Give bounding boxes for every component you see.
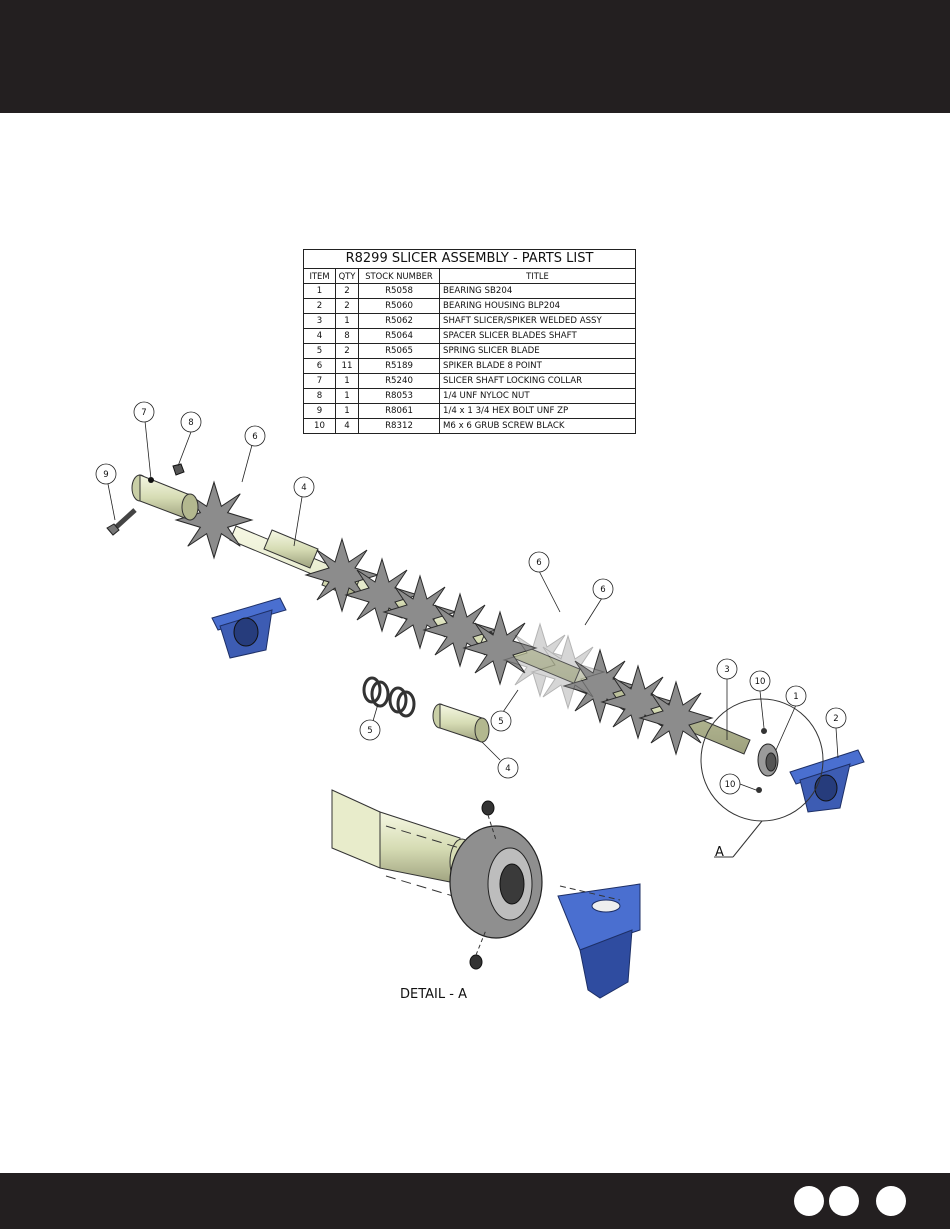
stock-cell: R5189: [358, 358, 440, 374]
column-header-qty: QTY: [335, 268, 359, 284]
callout-leaders: [107, 420, 839, 791]
nyloc-nut: [172, 463, 185, 476]
qty-cell: 2: [335, 298, 359, 314]
item-cell: 10: [303, 418, 336, 434]
item-cell: 5: [303, 343, 336, 359]
callout-3: 3: [724, 665, 729, 675]
qty-cell: 2: [335, 283, 359, 299]
callout-2: 2: [833, 714, 838, 724]
detail-label: DETAIL - A: [400, 987, 467, 1002]
title-cell: 1/4 x 1 3/4 HEX BOLT UNF ZP: [439, 403, 636, 419]
shaft-spacers: [263, 529, 677, 728]
title-cell: SPACER SLICER BLADES SHAFT: [439, 328, 636, 344]
qty-cell: 1: [335, 403, 359, 419]
qty-cell: 11: [335, 358, 359, 374]
callout-5: 5: [498, 717, 503, 727]
shaft-assembly: [229, 525, 751, 755]
stock-cell: R5064: [358, 328, 440, 344]
stock-cell: R5240: [358, 373, 440, 389]
stock-cell: R5062: [358, 313, 440, 329]
qty-cell: 1: [335, 313, 359, 329]
parts-list-table: R8299 SLICER ASSEMBLY - PARTS LIST ITEM …: [303, 249, 636, 434]
spiker-blades: [175, 481, 713, 755]
qty-cell: 1: [335, 388, 359, 404]
callout-6: 6: [536, 558, 541, 568]
callout-6: 6: [600, 585, 605, 595]
item-cell: 8: [303, 388, 336, 404]
callout-4: 4: [505, 764, 510, 774]
grub-screws: [756, 728, 767, 793]
callout-8: 8: [188, 418, 193, 428]
item-cell: 3: [303, 313, 336, 329]
springs: [362, 676, 416, 718]
stock-cell: R8061: [358, 403, 440, 419]
callout-numbers: 7 8 6 9 4 6 6 3 10 1 2 10 5 5 4: [103, 408, 838, 790]
qty-cell: 4: [335, 418, 359, 434]
item-cell: 9: [303, 403, 336, 419]
callout-balloons: [95, 401, 847, 795]
footer-dot-3[interactable]: [876, 1186, 906, 1216]
parts-list-title: R8299 SLICER ASSEMBLY - PARTS LIST: [303, 249, 636, 269]
title-cell: 1/4 UNF NYLOC NUT: [439, 388, 636, 404]
title-cell: BEARING SB204: [439, 283, 636, 299]
stock-cell: R5060: [358, 298, 440, 314]
loose-spacer: [432, 703, 490, 743]
callout-10: 10: [725, 780, 736, 790]
callout-9: 9: [103, 470, 108, 480]
hex-bolt: [106, 508, 137, 536]
item-cell: 6: [303, 358, 336, 374]
item-cell: 1: [303, 283, 336, 299]
detail-circle-a: [700, 698, 824, 858]
title-cell: SPRING SLICER BLADE: [439, 343, 636, 359]
callout-1: 1: [793, 692, 798, 702]
stock-cell: R8053: [358, 388, 440, 404]
bearing-housing-right: [789, 749, 865, 813]
bearing: [757, 743, 779, 777]
qty-cell: 1: [335, 373, 359, 389]
title-cell: SLICER SHAFT LOCKING COLLAR: [439, 373, 636, 389]
item-cell: 7: [303, 373, 336, 389]
column-header-title: TITLE: [439, 268, 636, 284]
stock-cell: R8312: [358, 418, 440, 434]
stock-cell: R5065: [358, 343, 440, 359]
detail-marker: A: [715, 845, 724, 860]
header-bar: [0, 0, 950, 113]
title-cell: SPIKER BLADE 8 POINT: [439, 358, 636, 374]
callout-4: 4: [301, 483, 306, 493]
qty-cell: 2: [335, 343, 359, 359]
callout-6: 6: [252, 432, 257, 442]
qty-cell: 8: [335, 328, 359, 344]
detail-a-view: [331, 789, 641, 999]
locking-collar: [131, 474, 199, 521]
callout-10: 10: [755, 677, 766, 687]
item-cell: 2: [303, 298, 336, 314]
bearing-housing-left: [211, 597, 287, 659]
stock-cell: R5058: [358, 283, 440, 299]
column-header-stock-number: STOCK NUMBER: [358, 268, 440, 284]
title-cell: SHAFT SLICER/SPIKER WELDED ASSY: [439, 313, 636, 329]
item-cell: 4: [303, 328, 336, 344]
footer-dot-2[interactable]: [829, 1186, 859, 1216]
title-cell: BEARING HOUSING BLP204: [439, 298, 636, 314]
callout-5: 5: [367, 726, 372, 736]
footer-dot-1[interactable]: [794, 1186, 824, 1216]
title-cell: M6 x 6 GRUB SCREW BLACK: [439, 418, 636, 434]
column-header-item: ITEM: [303, 268, 336, 284]
callout-7: 7: [141, 408, 146, 418]
footer-bar: [0, 1173, 950, 1229]
